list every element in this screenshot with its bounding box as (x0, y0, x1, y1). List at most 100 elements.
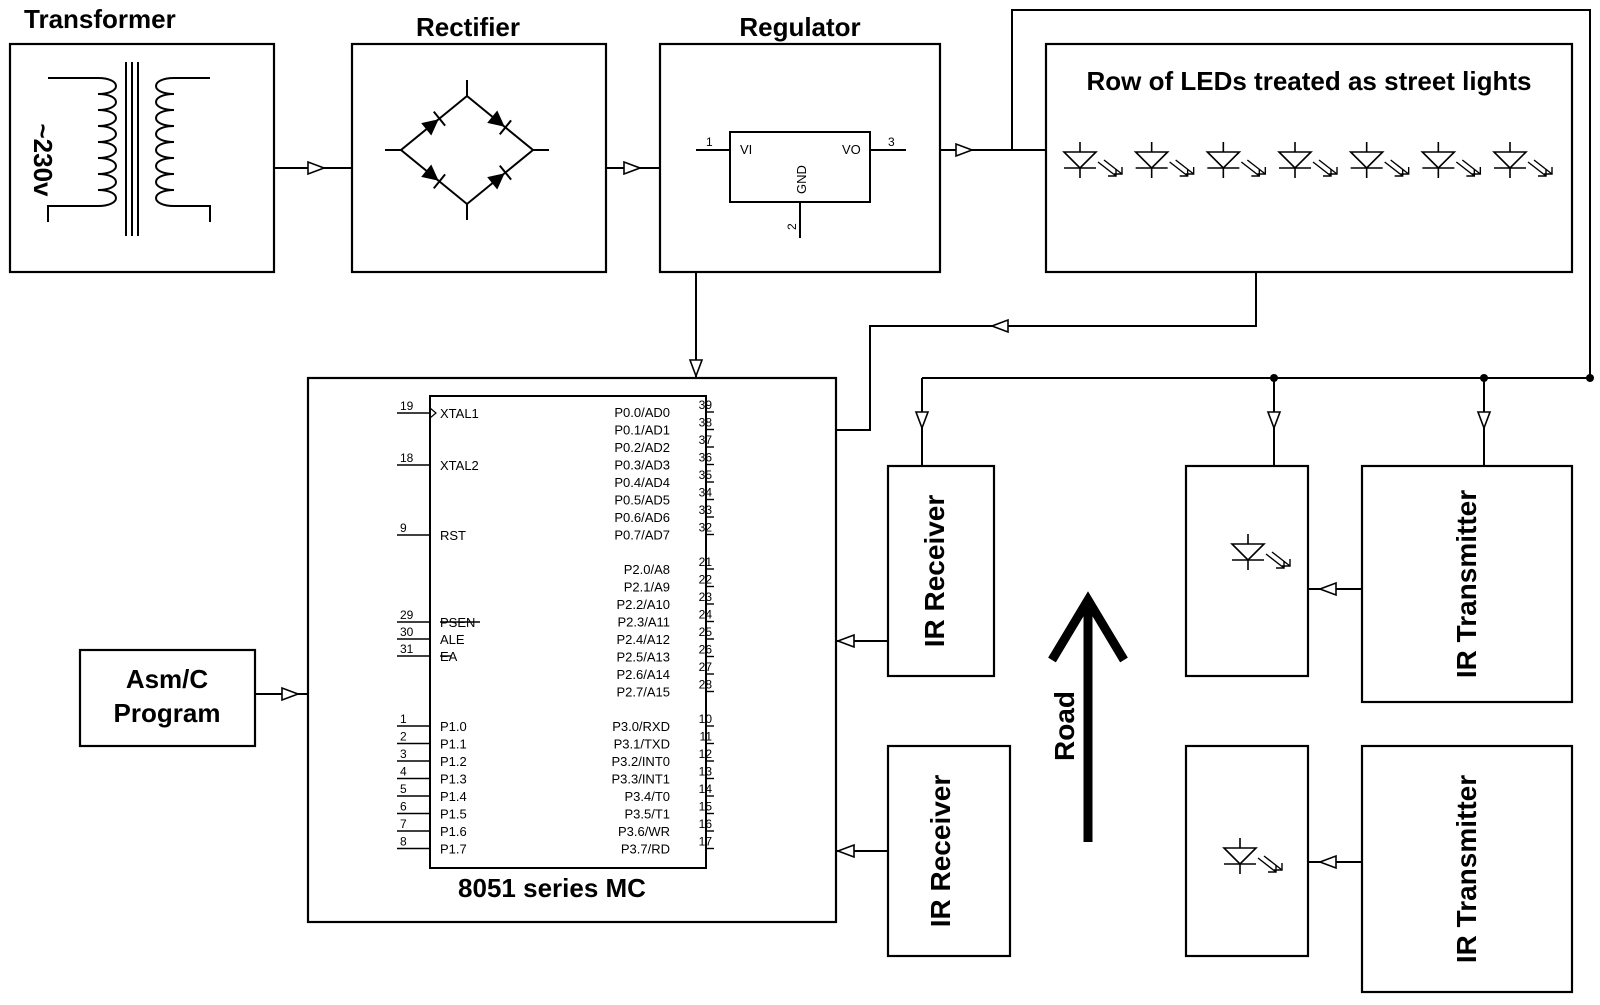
pin-name: P1.2 (440, 754, 467, 769)
pin-name: P0.6/AD6 (614, 510, 670, 525)
pin-number: 25 (699, 625, 713, 639)
regulator-vi-label: VI (740, 142, 752, 157)
pin-name: P1.3 (440, 772, 467, 787)
ir-led-top-icon (1231, 533, 1291, 571)
pin-number: 17 (699, 835, 713, 849)
transformer-symbol (47, 62, 211, 236)
pin-name: P0.0/AD0 (614, 405, 670, 420)
rectifier-title: Rectifier (416, 12, 520, 42)
pin-number: 1 (400, 712, 407, 726)
pin-number: 33 (699, 503, 713, 517)
ir-transmitter-top-label: IR Transmitter (1451, 490, 1482, 678)
pin-number: 14 (699, 782, 713, 796)
voltage-label: ~230v (28, 123, 58, 197)
program-block: Asm/C Program (78, 648, 257, 748)
pin-name: P3.0/RXD (612, 719, 670, 734)
pin-number: 27 (699, 660, 713, 674)
pin-number: 4 (400, 765, 407, 779)
ir-transmitter-bottom-label: IR Transmitter (1451, 775, 1482, 963)
street-led-icon (1493, 141, 1553, 179)
pin-name: P1.7 (440, 842, 467, 857)
regulator-pin2: 2 (785, 223, 799, 230)
pin-number: 16 (699, 817, 713, 831)
program-line1: Asm/C (126, 664, 209, 694)
pin-number: 11 (700, 730, 713, 744)
ir-receiver-bottom-block: IR Receiver (886, 744, 1012, 958)
arrowheads (281, 142, 1492, 870)
pin-number: 30 (400, 625, 414, 639)
ir-receiver-top-label: IR Receiver (919, 495, 950, 648)
pin-name: ALE (440, 632, 465, 647)
pin-name: P1.4 (440, 789, 467, 804)
ir-led-bottom-block (1184, 744, 1310, 958)
pin-number: 12 (699, 747, 713, 761)
pin-number: 9 (400, 521, 407, 535)
pin-number: 34 (699, 486, 713, 500)
pin-name: P0.4/AD4 (614, 475, 670, 490)
transformer-title: Transformer (24, 4, 176, 34)
street-led-icon (1206, 141, 1267, 179)
mcu-title: 8051 series MC (458, 873, 646, 903)
pin-number: 31 (400, 642, 414, 656)
pin-number: 24 (699, 608, 713, 622)
pin-number: 18 (400, 451, 414, 465)
street-led-icon (1278, 141, 1338, 179)
pin-name: P3.4/T0 (624, 789, 670, 804)
road-arrow-icon (1048, 591, 1128, 842)
pin-name: P0.2/AD2 (614, 440, 670, 455)
regulator-pin3: 3 (888, 135, 895, 149)
led-row-block: Row of LEDs treated as street lights (1044, 42, 1574, 274)
pin-name: P2.5/A13 (617, 650, 671, 665)
clock-marker-icon (429, 407, 437, 419)
pin-number: 19 (400, 399, 414, 413)
pin-number: 15 (699, 800, 713, 814)
pin-number: 28 (699, 678, 713, 692)
road-label: Road (1049, 691, 1080, 761)
street-led-group (1063, 141, 1553, 179)
program-line2: Program (114, 698, 221, 728)
pin-name: P2.1/A9 (624, 580, 670, 595)
pin-number: 10 (699, 712, 713, 726)
pin-name: P0.7/AD7 (614, 528, 670, 543)
pin-name: P0.5/AD5 (614, 493, 670, 508)
ir-transmitter-bottom-block: IR Transmitter (1360, 744, 1574, 994)
pin-number: 7 (400, 817, 407, 831)
pin-number: 6 (400, 800, 407, 814)
pin-name: P2.3/A11 (617, 615, 670, 630)
pin-number: 3 (400, 747, 407, 761)
pin-name: P1.5 (440, 807, 467, 822)
pin-number: 23 (699, 590, 713, 604)
pin-number: 32 (699, 521, 713, 535)
pin-name: P3.2/INT0 (611, 754, 670, 769)
pin-name: P2.0/A8 (624, 562, 670, 577)
regulator-block: Regulator VI VO GND 1 3 2 (658, 12, 942, 274)
pin-number: 5 (400, 782, 407, 796)
pin-number: 35 (699, 468, 713, 482)
regulator-pin1: 1 (706, 135, 713, 149)
pin-name: P0.3/AD3 (614, 458, 670, 473)
pin-name: P3.3/INT1 (611, 772, 670, 787)
pin-number: 29 (400, 608, 414, 622)
pin-number: 21 (699, 555, 713, 569)
ir-transmitter-top-block: IR Transmitter (1360, 464, 1574, 704)
pin-number: 2 (400, 730, 407, 744)
pin-number: 22 (699, 573, 713, 587)
pin-name: P1.0 (440, 719, 467, 734)
pin-name: P0.1/AD1 (614, 423, 670, 438)
pin-name: RST (440, 528, 466, 543)
pin-name: P3.6/WR (618, 824, 670, 839)
led-row-title: Row of LEDs treated as street lights (1087, 66, 1532, 96)
pin-name: XTAL1 (440, 406, 479, 421)
pin-name: P2.4/A12 (617, 632, 671, 647)
street-led-icon (1063, 141, 1123, 179)
street-led-icon (1349, 141, 1410, 179)
pin-number: 26 (699, 643, 713, 657)
pin-number: 8 (400, 835, 407, 849)
pin-name: P2.7/A15 (617, 685, 671, 700)
pin-name: XTAL2 (440, 458, 479, 473)
ir-led-top-block (1184, 464, 1310, 678)
regulator-ic-icon: VI VO GND 1 3 2 (696, 131, 906, 238)
pin-name: P3.5/T1 (624, 807, 670, 822)
